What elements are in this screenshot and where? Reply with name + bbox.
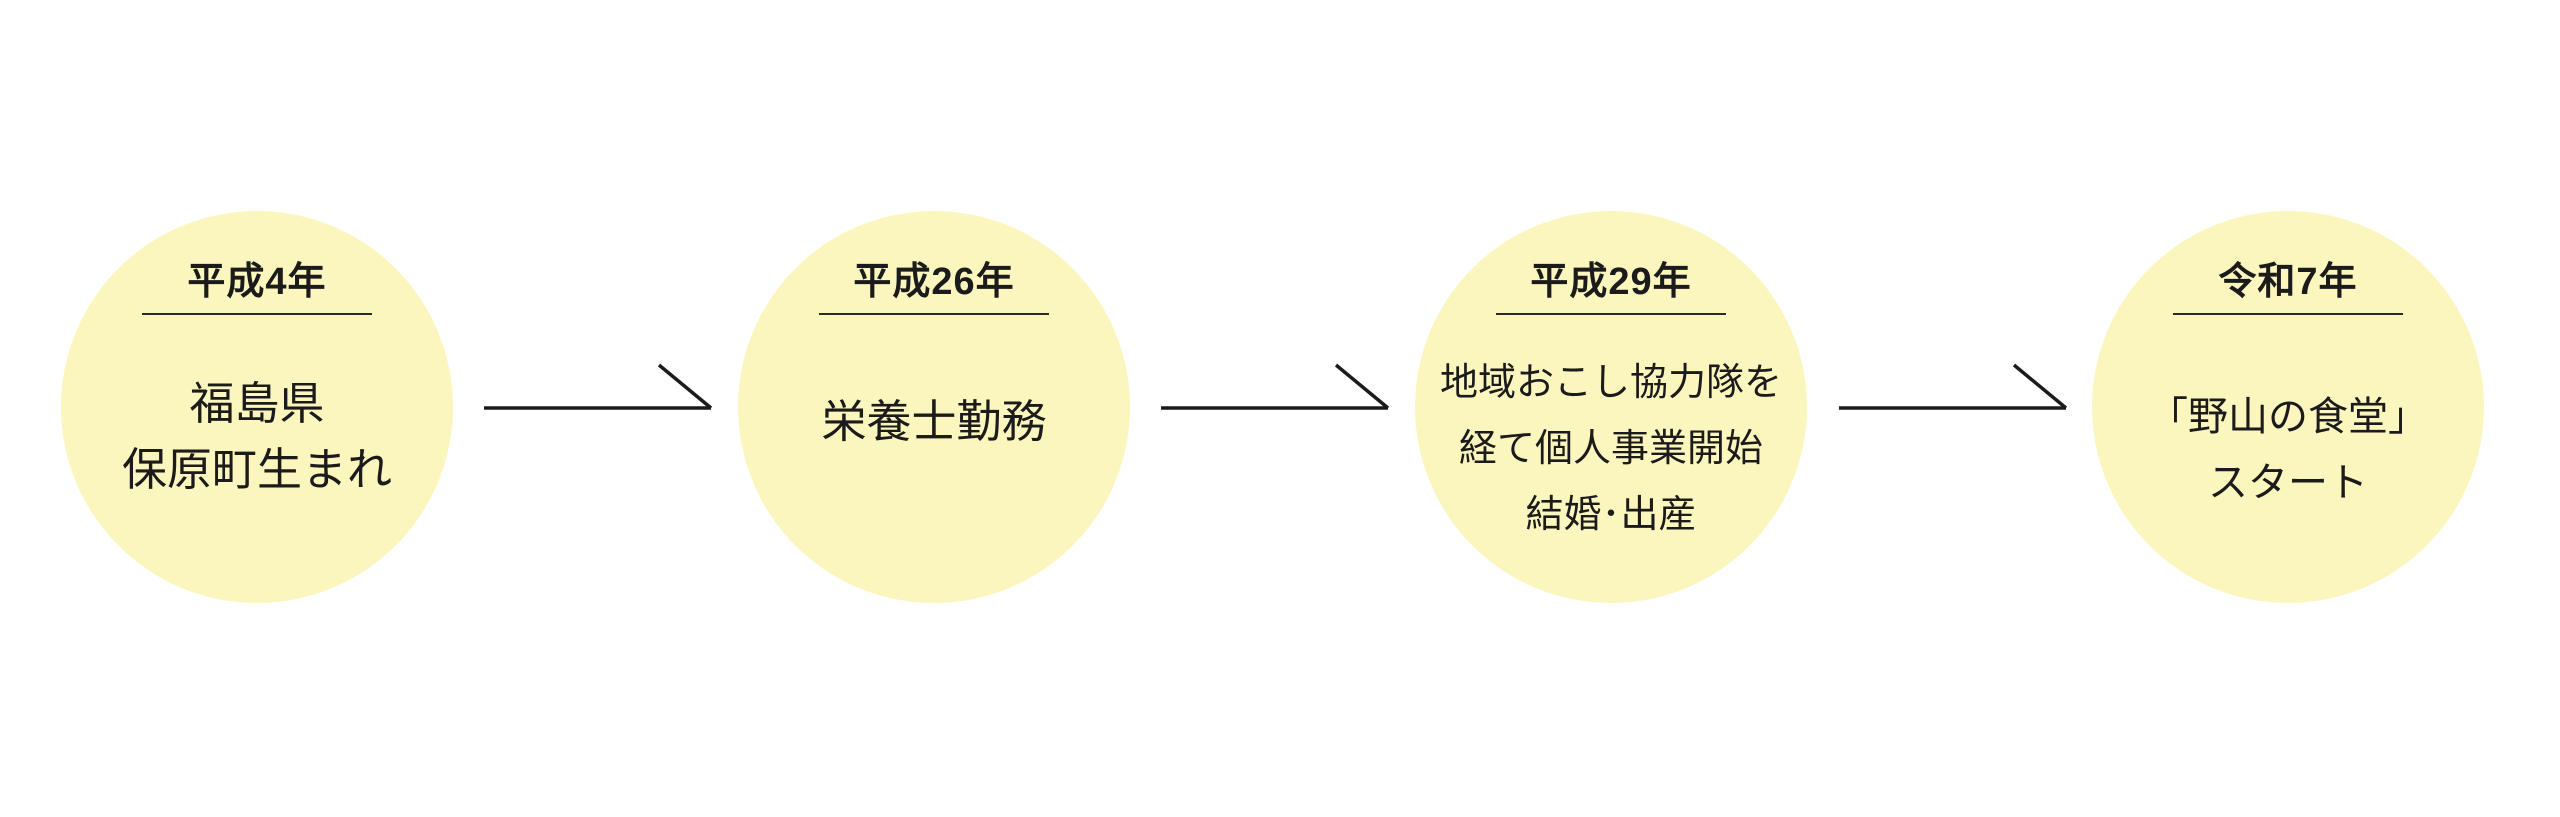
step-description-line: 栄養士勤務: [821, 396, 1047, 447]
step-description-line: 福島県: [189, 378, 325, 429]
step-description-line: 経て個人事業開始: [1458, 428, 1763, 470]
year-underline: [819, 313, 1049, 315]
year-underline: [2173, 313, 2403, 315]
year-underline: [1496, 313, 1726, 315]
step-description-line: 「野山の食堂」: [2148, 395, 2428, 439]
step-description: 地域おこし協力隊を 経て個人事業開始 結婚･出産: [1440, 350, 1782, 548]
step-description-line: 結婚･出産: [1525, 494, 1697, 536]
arrow-right-icon: [1160, 361, 1390, 413]
arrow-right-icon: [483, 361, 713, 413]
timeline-step-heisei26: 平成26年 栄養士勤務: [738, 211, 1130, 603]
step-year-label: 平成26年: [853, 261, 1015, 303]
step-description-line: 保原町生まれ: [121, 444, 392, 495]
step-year-label: 平成4年: [187, 261, 327, 303]
arrow-right-icon: [1838, 361, 2068, 413]
step-description: 福島県 保原町生まれ: [122, 371, 392, 503]
timeline-step-heisei4: 平成4年 福島県 保原町生まれ: [61, 211, 453, 603]
step-description-line: 地域おこし協力隊を: [1439, 362, 1782, 404]
step-description: 「野山の食堂」 スタート: [2148, 384, 2428, 516]
timeline-step-heisei29: 平成29年 地域おこし協力隊を 経て個人事業開始 結婚･出産: [1415, 211, 1807, 603]
step-year-label: 平成29年: [1530, 261, 1692, 303]
step-description-line: スタート: [2208, 461, 2368, 505]
step-description: 栄養士勤務: [821, 389, 1046, 455]
timeline-step-reiwa7: 令和7年 「野山の食堂」 スタート: [2092, 211, 2484, 603]
year-underline: [142, 313, 372, 315]
step-year-label: 令和7年: [2218, 261, 2358, 303]
